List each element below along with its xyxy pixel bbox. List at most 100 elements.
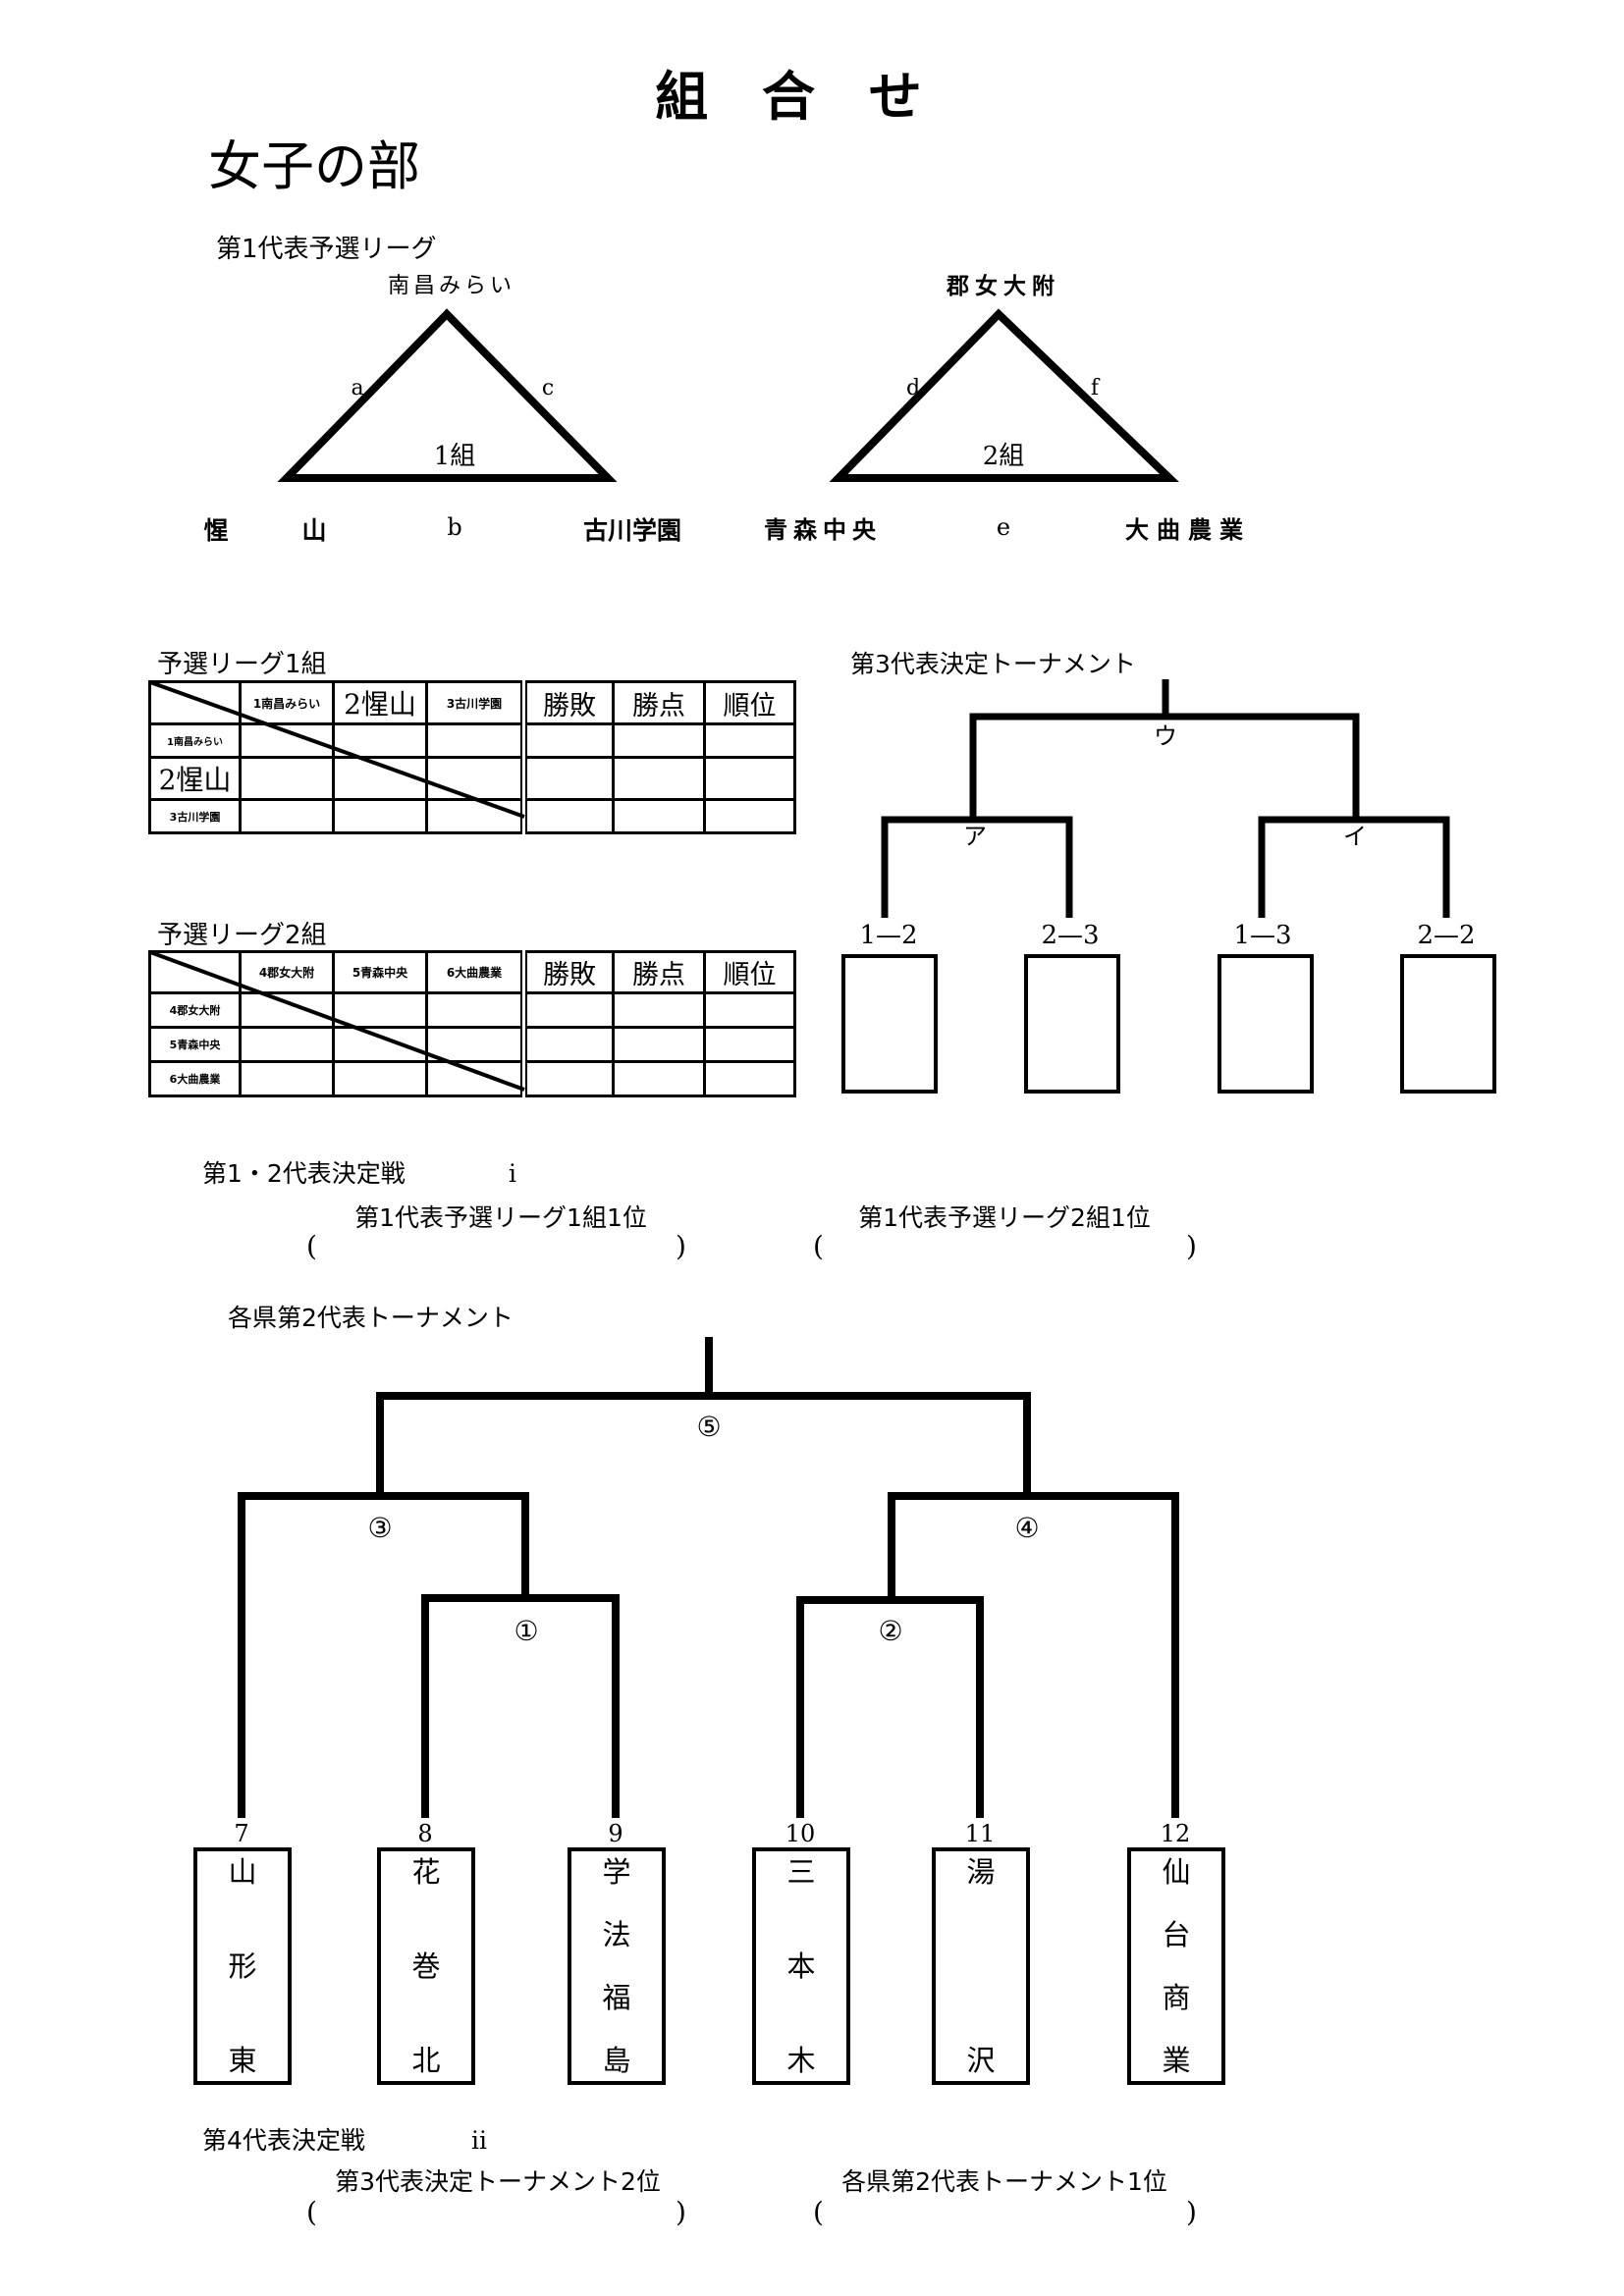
team-name-char: 北 [411, 2044, 441, 2078]
result-cell[interactable] [332, 991, 428, 1029]
result-cell[interactable] [425, 756, 527, 801]
fourth-match-title: 第4代表決定戦 [202, 2126, 365, 2155]
result-cell[interactable] [332, 1026, 428, 1063]
points-cell[interactable] [612, 1060, 706, 1097]
rank-cell[interactable] [703, 991, 796, 1029]
rank-cell[interactable] [703, 798, 796, 834]
team-name-char: 沢 [966, 2044, 996, 2078]
result-cell[interactable] [239, 756, 335, 801]
slot-box[interactable] [1024, 954, 1120, 1094]
wins-cell[interactable] [522, 756, 615, 801]
team-name-char: 形 [228, 1949, 257, 1984]
col-header: 3古川学園 [425, 680, 527, 725]
match-number-4: ④ [1014, 1512, 1040, 1544]
team-name-vertical: 三本木 [756, 1851, 846, 2081]
wins-cell[interactable] [522, 722, 615, 759]
team-box: 湯沢 [932, 1847, 1030, 2085]
row-header: 3古川学園 [148, 798, 242, 834]
wins-cell[interactable] [522, 1060, 615, 1097]
team-name-char: 本 [786, 1949, 816, 1984]
row-header: 5青森中央 [148, 1026, 242, 1063]
result-cell[interactable] [239, 991, 335, 1029]
col-header-points: 勝点 [612, 950, 706, 994]
group1-edge-a: a [351, 376, 364, 400]
rank-cell[interactable] [703, 756, 796, 801]
group2-top-team: 郡女大附 [947, 274, 1060, 299]
points-cell[interactable] [612, 722, 706, 759]
result-cell[interactable] [425, 1060, 527, 1097]
points-cell[interactable] [612, 756, 706, 801]
result-cell[interactable] [425, 798, 527, 834]
result-cell[interactable] [239, 722, 335, 759]
points-cell[interactable] [612, 991, 706, 1029]
team-seed-number: 12 [1160, 1820, 1191, 1847]
group1-left-team-char2: 山 [301, 516, 327, 545]
paren-close: ) [1186, 2196, 1197, 2228]
slot-label: 2—3 [1041, 921, 1100, 950]
team-name-char: 島 [602, 2044, 631, 2078]
group2-edge-f: f [1090, 376, 1100, 400]
group1-edge-c: c [541, 376, 555, 400]
rank-cell[interactable] [703, 722, 796, 759]
slot-box[interactable] [1400, 954, 1496, 1094]
corner-cell [148, 680, 242, 725]
team-name-char: 台 [1162, 1918, 1191, 1952]
table-row: 5青森中央 [148, 1026, 796, 1063]
group2-right-team: 大曲農業 [1125, 516, 1251, 544]
match-label-a: ア [963, 823, 987, 850]
fourth-match-marker: ii [471, 2126, 487, 2155]
result-cell[interactable] [239, 1060, 335, 1097]
result-cell[interactable] [239, 798, 335, 834]
team-box: 三本木 [752, 1847, 850, 2085]
first-second-match-marker: i [509, 1159, 516, 1188]
third-tournament-bracket [881, 679, 1450, 918]
result-cell[interactable] [332, 722, 428, 759]
result-cell[interactable] [332, 1060, 428, 1097]
team-name-char: 山 [228, 1855, 257, 1889]
result-cell[interactable] [239, 1026, 335, 1063]
page-title: 組 合 せ [655, 66, 940, 128]
table-row: 3古川学園 [148, 798, 796, 834]
team-seed-number: 10 [785, 1820, 816, 1847]
result-cell[interactable] [332, 798, 428, 834]
team-name-char: 商 [1162, 1981, 1191, 2015]
col-header: 4郡女大附 [239, 950, 335, 994]
team-name-vertical: 湯沢 [936, 1851, 1026, 2081]
result-cell[interactable] [332, 756, 428, 801]
wins-cell[interactable] [522, 1026, 615, 1063]
league-table-2: 4郡女大附 5青森中央 6大曲農業 勝敗 勝点 順位 4郡女大附 5青森中央 6… [148, 950, 796, 1097]
league-table-2-title: 予選リーグ2組 [157, 921, 327, 950]
team-seed-number: 8 [417, 1820, 433, 1847]
team-name-char: 学 [602, 1855, 631, 1889]
result-cell[interactable] [425, 991, 527, 1029]
rank-cell[interactable] [703, 1026, 796, 1063]
group1-right-team: 古川学園 [582, 516, 682, 545]
paren-close: ) [1186, 1230, 1197, 1262]
wins-cell[interactable] [522, 798, 615, 834]
paren-open: ( [306, 2196, 317, 2228]
slot-box[interactable] [841, 954, 938, 1094]
team-name-char: 東 [228, 2044, 257, 2078]
paren-close: ) [676, 2196, 686, 2228]
rank-cell[interactable] [703, 1060, 796, 1097]
wins-cell[interactable] [522, 991, 615, 1029]
group1-top-team: 南昌みらい [387, 274, 516, 298]
col-header-wins: 勝敗 [522, 950, 615, 994]
row-header: 4郡女大附 [148, 991, 242, 1029]
group2-triangle [829, 308, 1179, 482]
points-cell[interactable] [612, 798, 706, 834]
result-cell[interactable] [425, 722, 527, 759]
group2-edge-d: d [905, 376, 921, 400]
match-number-1: ① [514, 1615, 539, 1647]
col-header: 6大曲農業 [425, 950, 527, 994]
points-cell[interactable] [612, 1026, 706, 1063]
col-header-rank: 順位 [703, 680, 796, 725]
slot-box[interactable] [1218, 954, 1314, 1094]
slot-label: 2—2 [1417, 921, 1476, 950]
table-row: 4郡女大附 [148, 991, 796, 1029]
first-second-right-label: 第1代表予選リーグ2組1位 [858, 1203, 1151, 1232]
second-tournament-bracket [238, 1337, 1179, 1818]
corner-cell [148, 950, 242, 994]
paren-open: ( [306, 1230, 317, 1262]
result-cell[interactable] [425, 1026, 527, 1063]
